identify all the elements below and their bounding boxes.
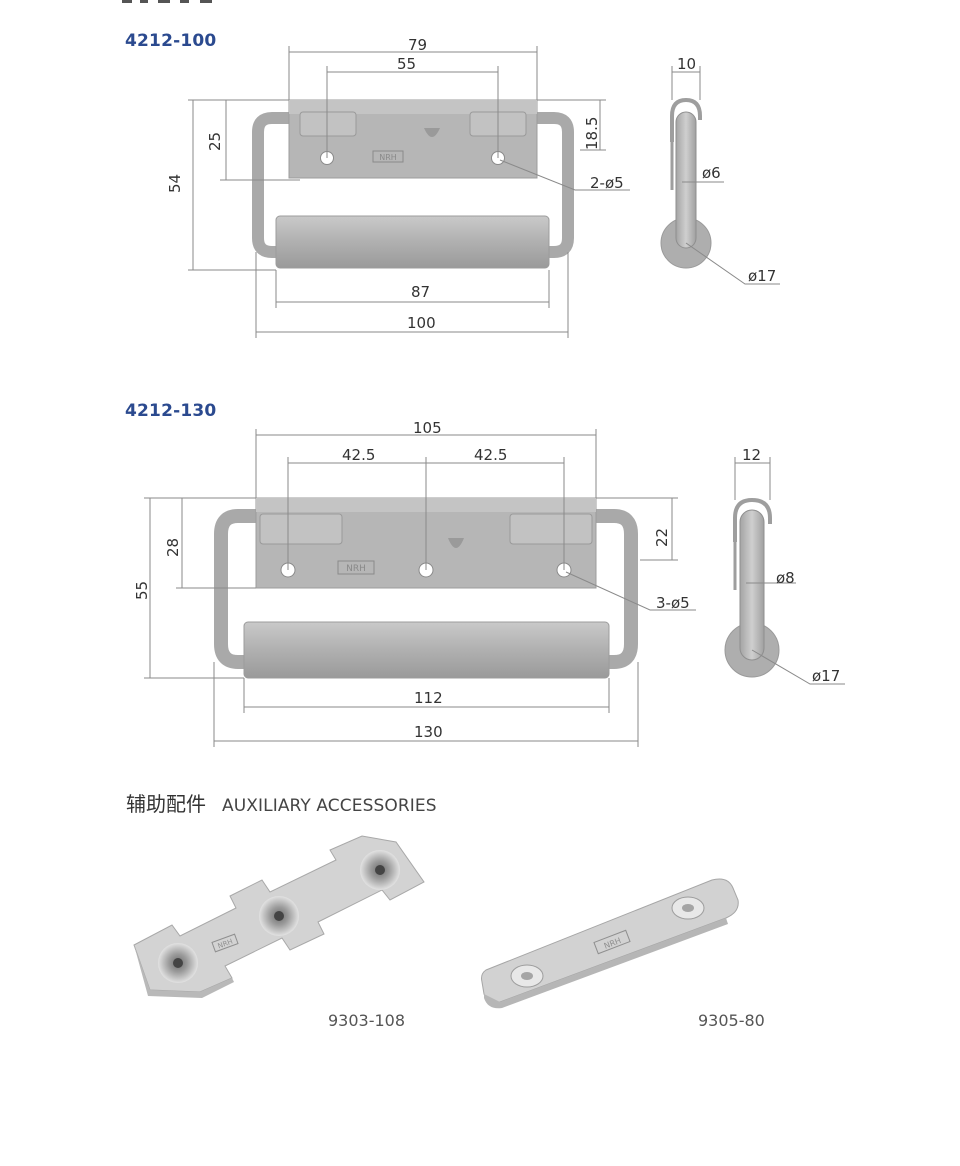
- dim-105: 105: [413, 419, 442, 437]
- nrh-logo-icon: NRH: [211, 933, 239, 953]
- accessories-heading: 辅助配件 AUXILIARY ACCESSORIES: [126, 788, 437, 816]
- model-title-4212-130: 4212-130: [125, 401, 217, 421]
- dim-18-5: 18.5: [583, 117, 601, 150]
- svg-text:NRH: NRH: [346, 564, 366, 574]
- accessories-images: NRH NRH: [133, 835, 739, 1009]
- handle-wire: [214, 509, 256, 669]
- dim-42-5-right: 42.5: [474, 446, 507, 464]
- dim-130: 130: [414, 723, 443, 741]
- dim-side-12: 12: [742, 446, 761, 464]
- hinge-left: [299, 111, 357, 137]
- model-title-4212-100: 4212-100: [125, 31, 217, 51]
- grip-roller: [275, 215, 550, 269]
- accessories-heading-zh: 辅助配件: [126, 792, 206, 816]
- cropped-heading-fragment: [122, 0, 212, 3]
- dimensions-4212-130: 105 42.5 42.5 28 55 22 3-ø5 112: [133, 419, 845, 747]
- accessory-strip-9305-80: NRH: [481, 878, 739, 1009]
- dim-100: 100: [407, 314, 436, 332]
- accessories-heading-en: AUXILIARY ACCESSORIES: [222, 796, 437, 816]
- accessory-code-9303-108: 9303-108: [328, 1011, 406, 1030]
- handle-wire: [252, 112, 290, 258]
- dim-2-holes: 2-ø5: [590, 174, 624, 192]
- dim-42-5-left: 42.5: [342, 446, 375, 464]
- nrh-logo-icon: NRH: [337, 560, 375, 575]
- accessory-code-9305-80: 9305-80: [698, 1011, 765, 1030]
- dim-112: 112: [414, 689, 443, 707]
- dim-3-holes: 3-ø5: [656, 594, 690, 612]
- dim-22: 22: [653, 528, 671, 547]
- dim-side-10: 10: [677, 55, 696, 73]
- svg-text:NRH: NRH: [379, 153, 397, 162]
- grip-roller: [243, 621, 610, 679]
- side-view-4212-100: [660, 97, 712, 269]
- dim-roller-17: ø17: [748, 267, 776, 285]
- hinge-left: [259, 513, 343, 545]
- dim-rod-8: ø8: [776, 569, 795, 587]
- dim-28: 28: [164, 538, 182, 557]
- nrh-logo-icon: NRH: [372, 150, 404, 163]
- dim-55: 55: [397, 55, 416, 73]
- dim-54: 54: [166, 174, 184, 193]
- dim-25: 25: [206, 132, 224, 151]
- dim-55-height: 55: [133, 581, 151, 600]
- dim-roller-17: ø17: [812, 667, 840, 685]
- hinge-right: [509, 513, 593, 545]
- dimensions-4212-100: 79 55 25 54 18.5 2-ø5 87: [166, 36, 780, 338]
- drawing-4212-100: NRH 79 55 25 54: [166, 36, 780, 338]
- accessory-plate-9303-108: NRH: [133, 835, 425, 998]
- drawing-4212-130: NRH 105 42.5 42.5 28: [133, 419, 845, 747]
- dim-rod-6: ø6: [702, 164, 721, 182]
- dim-79: 79: [408, 36, 427, 54]
- dim-87: 87: [411, 283, 430, 301]
